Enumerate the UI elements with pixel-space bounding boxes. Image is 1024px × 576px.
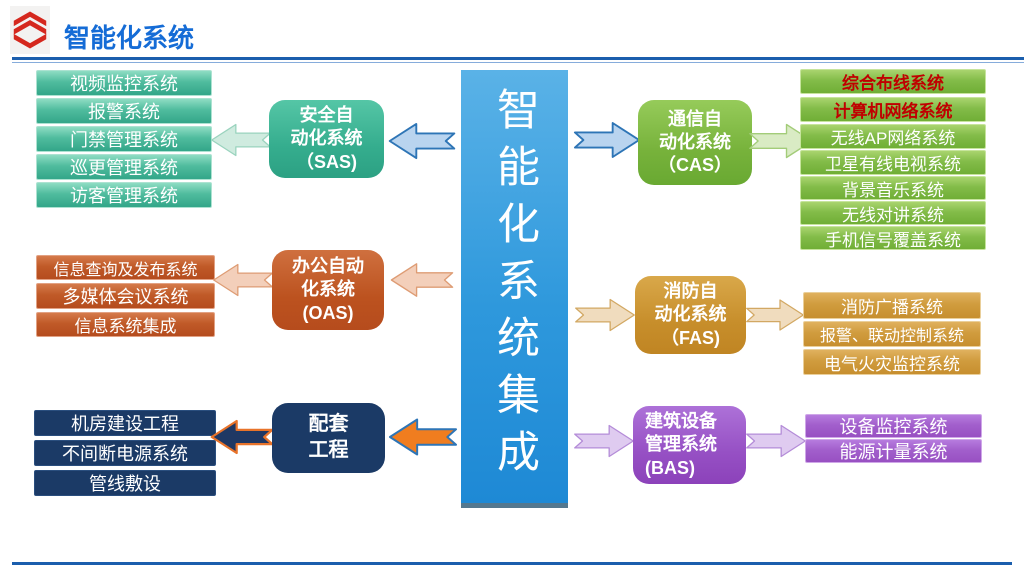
list-item-sas: 巡更管理系统 [36,154,212,180]
list-item-cas: 无线AP网络系统 [800,124,986,149]
arrow-fas-to-list [745,296,805,334]
list-item-fas: 报警、联动控制系统 [803,321,981,347]
list-item-support: 管线敷设 [34,470,216,496]
list-item-bas: 能源计量系统 [805,439,982,463]
arrow-center-to-support [388,416,458,458]
list-item-cas: 无线对讲系统 [800,201,986,225]
list-item-cas: 背景音乐系统 [800,176,986,200]
list-item-cas: 计算机网络系统 [800,97,986,122]
center-title: 智能化系统集成 [490,87,539,486]
arrow-cas-to-list [748,122,814,160]
list-item-support: 不间断电源系统 [34,440,216,466]
arrow-center-to-bas [573,422,635,460]
bottom-rule [12,562,1012,565]
hub-oas: 办公自动 化系统 (OAS) [272,250,384,330]
top-rule-thin [12,62,1024,63]
arrow-center-to-cas [573,120,641,160]
list-item-cas: 综合布线系统 [800,69,986,94]
list-item-cas: 卫星有线电视系统 [800,150,986,175]
company-logo-icon [10,6,50,54]
hub-sas: 安全自 动化系统 （SAS) [269,100,384,178]
list-item-fas: 电气火灾监控系统 [803,349,981,375]
list-item-bas: 设备监控系统 [805,414,982,438]
arrow-sas-to-list [210,122,272,158]
list-item-oas: 信息查询及发布系统 [36,255,215,280]
list-item-sas: 门禁管理系统 [36,126,212,152]
arrow-center-to-fas [574,296,636,334]
hub-fas: 消防自 动化系统 （FAS) [635,276,746,354]
list-item-support: 机房建设工程 [34,410,216,436]
arrow-center-to-sas [384,122,460,160]
page-title: 智能化系统 [64,23,195,53]
center-integration-box: 智能化系统集成 [461,70,568,508]
hub-support: 配套 工程 [272,403,385,473]
list-item-cas: 手机信号覆盖系统 [800,226,986,250]
arrow-oas-to-list [212,262,274,298]
list-item-fas: 消防广播系统 [803,292,981,319]
list-item-sas: 视频监控系统 [36,70,212,96]
list-item-sas: 访客管理系统 [36,182,212,208]
list-item-sas: 报警系统 [36,98,212,124]
arrow-support-to-list [210,416,274,458]
list-item-oas: 多媒体会议系统 [36,283,215,309]
hub-cas: 通信自 动化系统 （CAS） [638,100,752,185]
arrow-bas-to-list [745,422,807,460]
list-item-oas: 信息系统集成 [36,312,215,337]
hub-bas: 建筑设备 管理系统 (BAS) [633,406,746,484]
arrow-center-to-oas [386,262,458,298]
top-rule [12,57,1024,60]
